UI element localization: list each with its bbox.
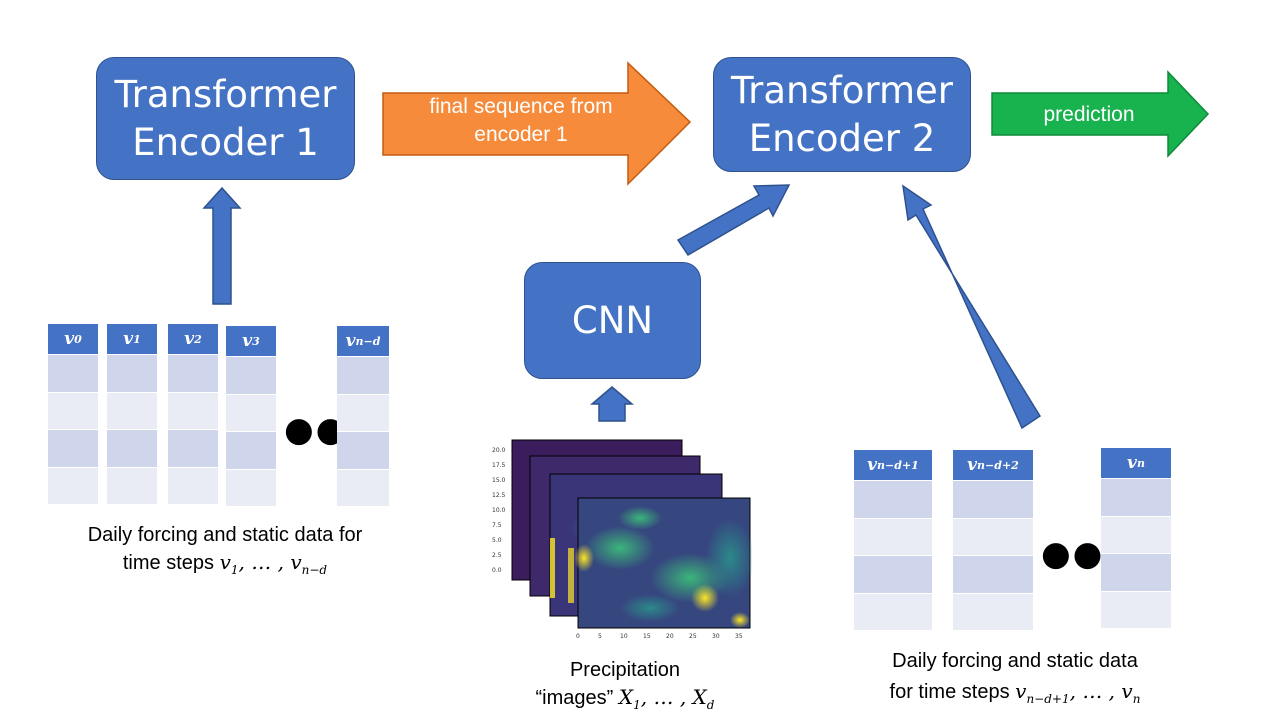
vector-cell xyxy=(337,431,389,469)
precipitation-heatmaps: 20.0 17.5 15.0 12.5 10.0 7.5 5.0 2.5 0.0… xyxy=(492,439,755,640)
vector-cell xyxy=(953,592,1033,630)
y-tick: 0.0 xyxy=(492,567,502,574)
x-tick: 10 xyxy=(620,633,628,640)
vector-cell xyxy=(1101,553,1171,591)
precipitation-caption: Precipitation “images” X1, … , Xd xyxy=(500,657,750,719)
final-sequence-line2: encoder 1 xyxy=(474,123,568,146)
left-caption-line1: Daily forcing and static data for xyxy=(87,524,363,546)
up-arrow-cnn xyxy=(589,386,635,422)
x-tick: 25 xyxy=(689,633,697,640)
vector-cell xyxy=(1101,590,1171,628)
vector-cell xyxy=(226,393,276,431)
prediction-label: prediction xyxy=(1043,103,1135,126)
vector-cell xyxy=(168,354,218,392)
vector-cell xyxy=(953,517,1033,555)
y-tick: 10.0 xyxy=(492,507,506,514)
encoder2-line1: Transformer xyxy=(730,68,954,112)
vector-cell xyxy=(854,592,932,630)
right-caption-line2: for time steps xyxy=(889,681,1016,703)
cnn-box: CNN xyxy=(524,262,701,379)
vector-cell xyxy=(337,468,389,506)
transformer-encoder-2: Transformer Encoder 2 xyxy=(713,57,971,172)
vector-cell xyxy=(168,429,218,467)
left-caption: Daily forcing and static data for time s… xyxy=(40,522,410,584)
y-tick: 5.0 xyxy=(492,537,502,544)
vector-cell xyxy=(226,356,276,394)
precip-caption-line1: Precipitation xyxy=(569,659,681,681)
prediction-arrow xyxy=(991,70,1210,158)
encoder1-line2: Encoder 1 xyxy=(132,120,319,164)
x-tick: 30 xyxy=(712,633,720,640)
vector-cell xyxy=(107,391,157,429)
y-tick: 2.5 xyxy=(492,552,502,559)
right-caption-line1: Daily forcing and static data xyxy=(892,650,1138,672)
x-tick: 35 xyxy=(735,633,743,640)
precipitation-images: 20.0 17.5 15.0 12.5 10.0 7.5 5.0 2.5 0.0… xyxy=(490,438,755,644)
right-caption-math: vn−d+1, … , vn xyxy=(1015,679,1141,706)
encoder1-line1: Transformer xyxy=(114,72,337,116)
x-tick: 0 xyxy=(576,633,580,640)
x-tick: 20 xyxy=(666,633,674,640)
vector-cell xyxy=(854,517,932,555)
y-tick: 7.5 xyxy=(492,522,502,529)
precip-caption-line2: “images” xyxy=(535,687,619,709)
x-tick: 15 xyxy=(643,633,651,640)
vector-cell xyxy=(337,393,389,431)
vector-cell xyxy=(107,354,157,392)
final-sequence-line1: final sequence from xyxy=(429,95,613,118)
vector-cell xyxy=(107,429,157,467)
cnn-label: CNN xyxy=(571,298,654,342)
up-arrow-encoder1 xyxy=(202,186,242,305)
vector-cell xyxy=(48,354,98,392)
vector-cell xyxy=(107,466,157,504)
vector-cell xyxy=(1101,478,1171,516)
transformer-encoder-1: Transformer Encoder 1 xyxy=(96,57,355,180)
vector-cell xyxy=(48,429,98,467)
vector-cell xyxy=(854,555,932,593)
y-tick: 15.0 xyxy=(492,477,506,484)
y-tick: 17.5 xyxy=(492,462,506,469)
arrow-cnn-to-encoder2 xyxy=(676,184,791,257)
arrow-vectors-to-encoder2 xyxy=(902,184,1042,430)
final-sequence-arrow xyxy=(382,61,692,186)
vector-cell xyxy=(953,555,1033,593)
left-caption-math: v1, … , vn−d xyxy=(219,550,328,577)
vector-cell xyxy=(168,466,218,504)
vector-cell xyxy=(48,466,98,504)
vector-cell xyxy=(953,480,1033,518)
vector-cell xyxy=(337,356,389,394)
vector-cell xyxy=(48,391,98,429)
vector-cell xyxy=(1101,515,1171,553)
left-caption-line2: time steps xyxy=(122,552,220,574)
precip-caption-math: X1, … , Xd xyxy=(618,685,715,712)
final-sequence-label: final sequence from encoder 1 xyxy=(400,93,642,149)
x-tick: 5 xyxy=(598,633,602,640)
vector-cell xyxy=(854,480,932,518)
y-tick: 12.5 xyxy=(492,492,506,499)
y-tick: 20.0 xyxy=(492,447,506,454)
right-caption: Daily forcing and static data for time s… xyxy=(850,646,1180,714)
encoder2-line2: Encoder 2 xyxy=(748,116,936,160)
vector-cell xyxy=(226,431,276,469)
vector-cell xyxy=(168,391,218,429)
vector-cell xyxy=(226,468,276,506)
